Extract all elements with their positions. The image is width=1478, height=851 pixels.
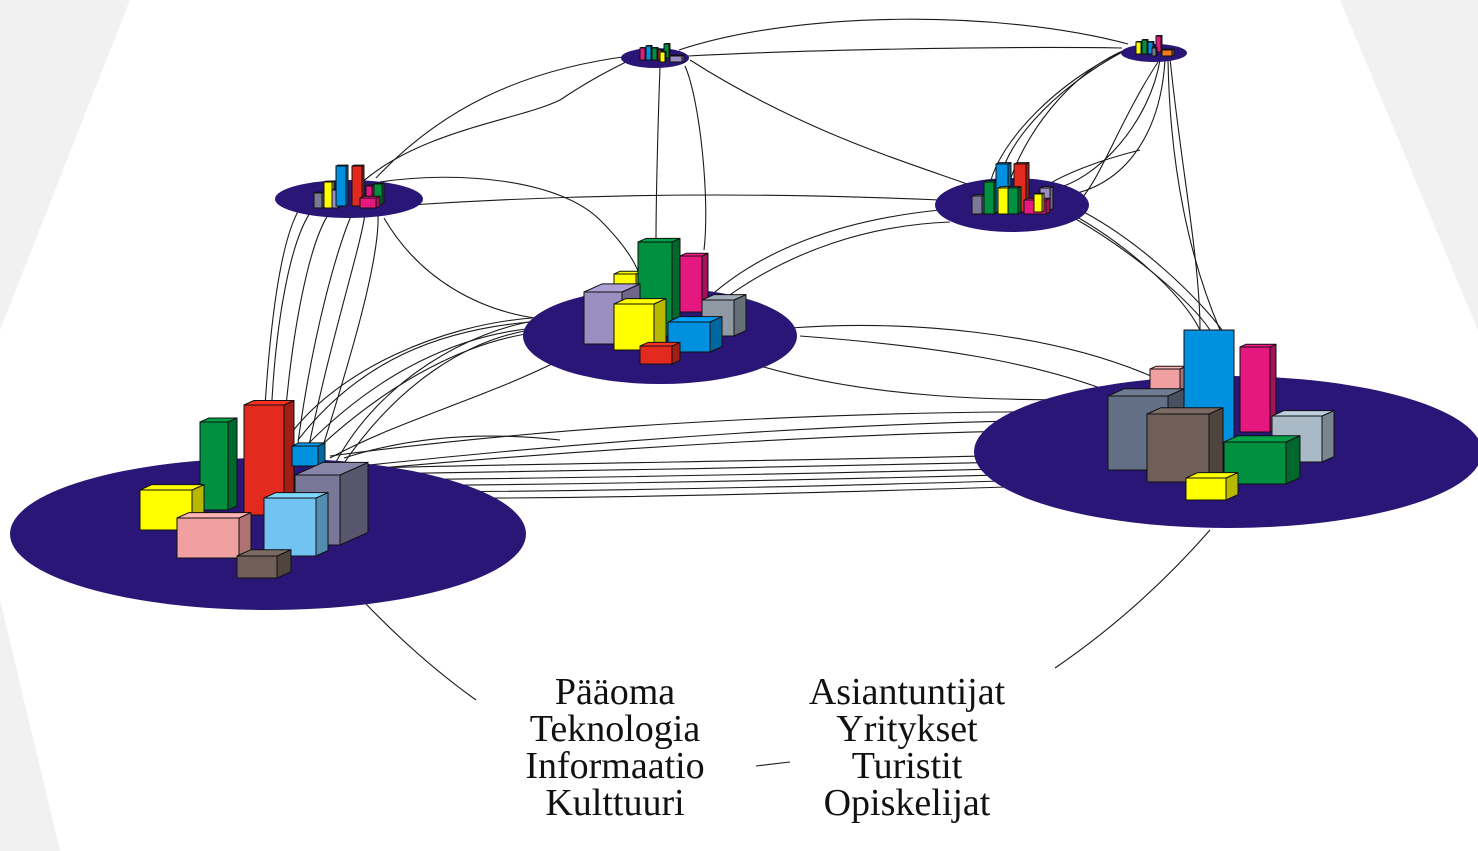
building-blue: [645, 45, 653, 61]
city-node-small-right: [935, 162, 1089, 232]
connection-line: [311, 331, 541, 455]
building-red: [639, 341, 681, 365]
building-group-tiny-left: [639, 43, 685, 63]
connection-line: [684, 65, 707, 251]
connection-line: [317, 213, 379, 463]
connection-line: [1169, 57, 1201, 331]
connection-line: [409, 194, 941, 206]
connection-line: [759, 365, 1107, 401]
label-informaatio: Informaatio: [525, 745, 705, 787]
pointer-line-middle: [755, 761, 791, 767]
connection-line: [705, 209, 941, 301]
resources-label-column: Pääoma Teknologia Informaatio Kulttuuri: [508, 671, 722, 824]
building-brown: [236, 549, 292, 579]
connection-line: [297, 321, 531, 441]
label-teknologia: Teknologia: [529, 708, 701, 750]
connection-line: [383, 217, 536, 319]
building-group-small-left: [313, 164, 385, 209]
label-yritykset: Yritykset: [836, 708, 978, 750]
city-node-tiny-right: [1121, 35, 1187, 62]
connection-line: [689, 59, 971, 186]
city-node-tiny-left: [621, 43, 689, 68]
label-turistit: Turistit: [851, 745, 963, 787]
connection-line: [295, 213, 353, 459]
connection-line: [1059, 59, 1166, 197]
connection-line: [719, 221, 951, 303]
city-node-large-right: [974, 329, 1478, 528]
building-light_blue: [263, 492, 329, 557]
building-lavender: [669, 54, 685, 63]
pointer-line-right: [1054, 529, 1211, 669]
building-pink: [679, 252, 709, 313]
building-slate: [971, 194, 986, 215]
connection-line: [329, 359, 561, 459]
connection-line: [1075, 207, 1223, 331]
building-pink: [639, 47, 647, 61]
building-salmon: [176, 512, 252, 559]
building-green: [1223, 435, 1301, 485]
building-blue: [291, 442, 326, 467]
pointer-line-left: [365, 603, 477, 701]
connection-line: [359, 61, 627, 185]
people-label-column: Asiantuntijat Yritykset Turistit Opiskel…: [792, 671, 1022, 824]
building-group-small-right: [971, 162, 1054, 215]
building-orange: [1161, 48, 1175, 57]
building-brown: [1146, 407, 1224, 483]
building-green: [1141, 39, 1149, 55]
connection-line: [1049, 59, 1161, 191]
connection-line: [655, 67, 661, 241]
building-green: [651, 47, 659, 61]
label-asiantuntijat: Asiantuntijat: [808, 671, 1006, 713]
label-paaoma: Pääoma: [554, 671, 676, 713]
building-group-medium: [583, 237, 747, 365]
connection-line: [1079, 61, 1159, 201]
building-green: [983, 180, 998, 215]
connection-line: [335, 319, 541, 463]
connection-line: [291, 317, 533, 433]
city-node-medium: [523, 237, 797, 384]
connection-line: [789, 324, 1161, 381]
connection-line: [303, 327, 536, 449]
label-kulttuuri: Kulttuuri: [545, 782, 685, 824]
building-group-tiny-right: [1135, 35, 1175, 57]
connection-line: [379, 176, 643, 286]
building-green: [199, 417, 238, 511]
connection-line: [799, 335, 1131, 401]
connection-line: [375, 55, 631, 179]
city-node-large-left: [10, 400, 526, 610]
building-slate: [313, 191, 325, 209]
building-blue: [335, 164, 349, 207]
label-opiskelijat: Opiskelijat: [823, 782, 991, 824]
building-yellow: [1033, 192, 1045, 213]
connection-line: [1167, 59, 1221, 331]
building-group-large-right: [1107, 329, 1335, 501]
building-yellow: [1185, 472, 1239, 501]
connection-line: [341, 329, 531, 467]
building-group-large-left: [139, 400, 369, 579]
connection-line: [343, 435, 561, 459]
connection-line: [687, 46, 1123, 57]
city-node-small-left: [275, 164, 423, 218]
building-slate: [1151, 47, 1158, 57]
connection-line: [1067, 211, 1201, 331]
building-red: [243, 400, 295, 516]
building-pink: [1239, 343, 1277, 433]
building-pink: [359, 195, 381, 209]
building-green: [1007, 186, 1022, 215]
building-yellow: [659, 51, 667, 63]
label-pointer-lines: [365, 529, 1211, 767]
connection-line: [1073, 217, 1211, 331]
building-yellow: [1135, 41, 1143, 55]
connection-line: [305, 213, 366, 461]
connection-line: [678, 18, 1129, 51]
